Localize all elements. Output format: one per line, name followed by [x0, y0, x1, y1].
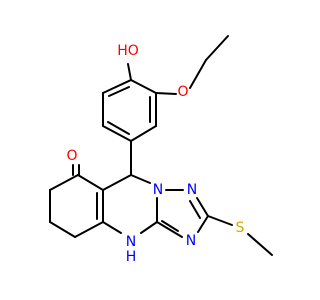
bond-ar4-inner [107, 121, 130, 135]
atom-s: S [236, 220, 245, 236]
atom-n-ring: N [153, 182, 163, 198]
bond-c8a-c8 [77, 174, 104, 191]
bond-ethyl-co [189, 59, 207, 89]
atom-nh-h: H [126, 249, 137, 265]
bond-tri-2-inner [189, 200, 201, 219]
molecule-structure: HO O O N N N N N H S [49, 35, 273, 265]
bond-tri-4 [156, 221, 183, 238]
bond-c4a-nh [102, 221, 122, 234]
atom-n-triazole-2: N [186, 233, 196, 249]
bond-c8-c7 [49, 174, 79, 191]
bond-c9-c8a [102, 174, 132, 191]
bond-ar1 [130, 79, 157, 94]
atom-ho: HO [117, 43, 139, 59]
bond-n-c9 [130, 174, 151, 184]
bond-nh-c3a [140, 221, 158, 234]
bond-ho-aryl [127, 63, 132, 81]
bond-ethyl-cc [205, 35, 229, 61]
bond-tri-4-inner [161, 220, 179, 232]
atom-nh: N [126, 234, 136, 250]
bond-o-aryl [155, 92, 177, 95]
bond-tri-3 [197, 215, 209, 233]
bond-c-s [207, 215, 233, 226]
atom-o-ethoxy: O [177, 84, 188, 100]
atom-labels: HO O O N N N N N H S [66, 43, 244, 265]
bond-ar3 [130, 125, 157, 142]
bond-ar6 [102, 79, 132, 94]
bond-ar6-inner [108, 86, 130, 97]
bonds [49, 35, 273, 256]
bond-c5-c4a [74, 221, 104, 238]
bond-tri-2 [196, 197, 209, 217]
bond-s-me [247, 233, 273, 256]
atom-n-triazole-1: N [187, 182, 197, 198]
bond-ar4 [102, 125, 132, 142]
bond-c6-c5 [49, 221, 76, 238]
atom-o-ketone: O [66, 148, 77, 164]
